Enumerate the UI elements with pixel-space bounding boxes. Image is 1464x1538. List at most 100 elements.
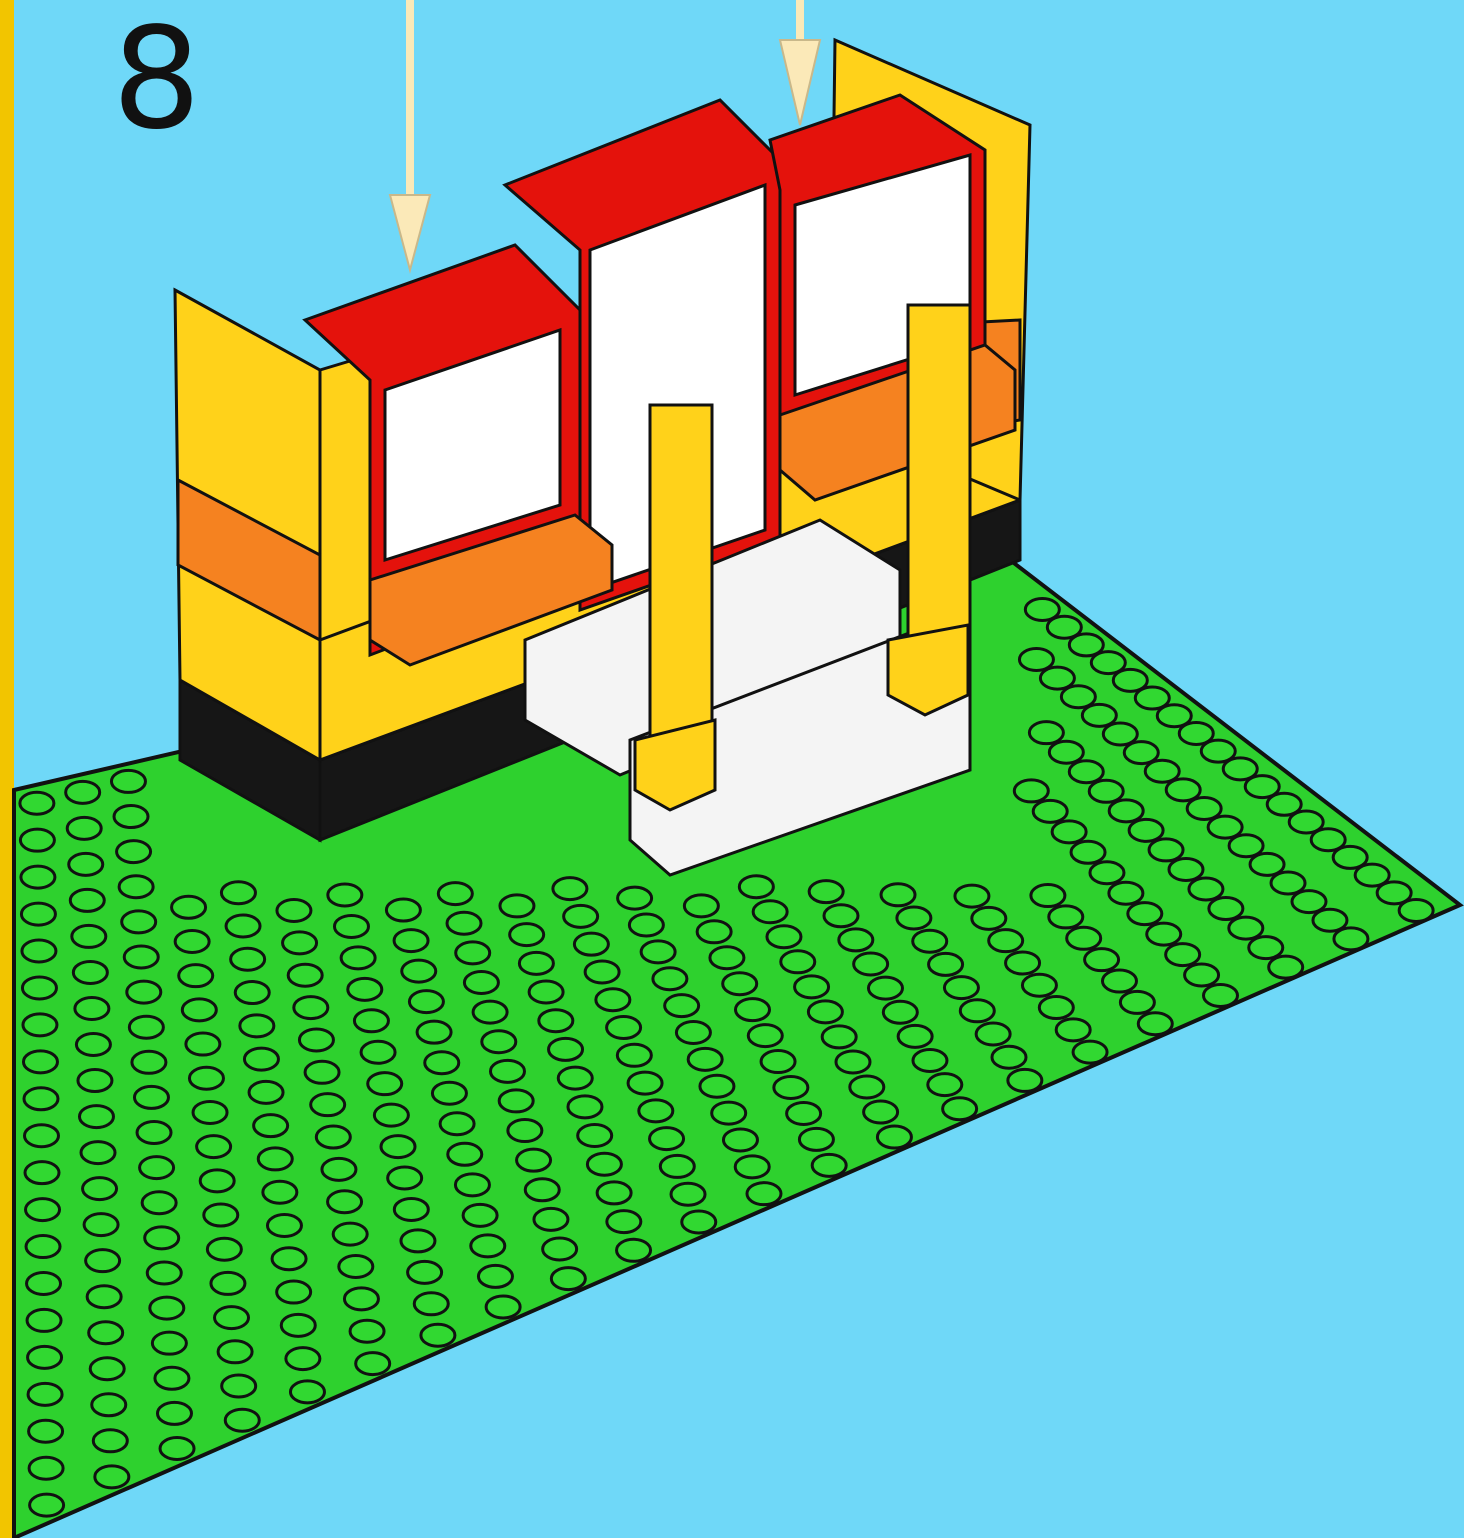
baseplate-stud (1249, 937, 1283, 959)
baseplate-stud (928, 1074, 962, 1096)
baseplate-stud (258, 1148, 292, 1170)
baseplate-stud (1399, 900, 1433, 922)
baseplate-stud (221, 882, 255, 904)
baseplate-stud (84, 1214, 118, 1236)
baseplate-stud (117, 841, 151, 863)
baseplate-stud (877, 1126, 911, 1148)
baseplate-stud (799, 1128, 833, 1150)
baseplate-stud (175, 930, 209, 952)
baseplate-stud (700, 1075, 734, 1097)
baseplate-stud (650, 1128, 684, 1150)
baseplate-stud (850, 1076, 884, 1098)
baseplate-stud (394, 930, 428, 952)
baseplate-stud (226, 915, 260, 937)
baseplate-stud (374, 1104, 408, 1126)
baseplate-stud (539, 1010, 573, 1032)
baseplate-stud (587, 1153, 621, 1175)
baseplate-stud (225, 1409, 259, 1431)
baseplate-stud (124, 946, 158, 968)
baseplate-stud (568, 1096, 602, 1118)
baseplate-stud (534, 1208, 568, 1230)
baseplate-stud (30, 1494, 64, 1516)
baseplate-stud (267, 1214, 301, 1236)
baseplate-stud (881, 884, 915, 906)
baseplate-stud (898, 1025, 932, 1047)
baseplate-stud (344, 1288, 378, 1310)
baseplate-stud (29, 1457, 63, 1479)
baseplate-stud (147, 1262, 181, 1284)
baseplate-stud (23, 1051, 57, 1073)
baseplate-stud (277, 899, 311, 921)
baseplate-stud (808, 1001, 842, 1023)
baseplate-stud (93, 1430, 127, 1452)
baseplate-stud (1189, 878, 1223, 900)
baseplate-stud (288, 964, 322, 986)
baseplate-stud (529, 981, 563, 1003)
baseplate-stud (607, 1017, 641, 1039)
baseplate-stud (189, 1067, 223, 1089)
baseplate-stud (913, 930, 947, 952)
baseplate-stud (22, 940, 56, 962)
baseplate-stud (137, 1122, 171, 1144)
baseplate-stud (710, 947, 744, 969)
baseplate-stud (305, 1061, 339, 1083)
baseplate-stud (660, 1155, 694, 1177)
baseplate-stud (1049, 741, 1083, 763)
baseplate-stud (361, 1041, 395, 1063)
baseplate-stud (438, 883, 472, 905)
baseplate-stud (712, 1102, 746, 1124)
baseplate-stud (676, 1021, 710, 1043)
baseplate-stud (27, 1309, 61, 1331)
baseplate-stud (218, 1341, 252, 1363)
baseplate-stud (425, 1052, 459, 1074)
baseplate-stud (27, 1272, 61, 1294)
right-pillar (908, 305, 970, 665)
baseplate-stud (70, 889, 104, 911)
baseplate-stud (551, 1268, 585, 1290)
baseplate-stud (735, 999, 769, 1021)
baseplate-stud (26, 1199, 60, 1221)
baseplate-stud (607, 1211, 641, 1233)
baseplate-stud (79, 1106, 113, 1128)
baseplate-stud (23, 1014, 57, 1036)
baseplate-stud (142, 1192, 176, 1214)
baseplate-stud (339, 1255, 373, 1277)
baseplate-stud (641, 941, 675, 963)
baseplate-stud (617, 1044, 651, 1066)
baseplate-stud (197, 1136, 231, 1158)
baseplate-stud (409, 991, 443, 1013)
baseplate-stud (316, 1126, 350, 1148)
baseplate-stud (211, 1272, 245, 1294)
baseplate-stud (299, 1029, 333, 1051)
baseplate-stud (1149, 839, 1183, 861)
baseplate-stud (401, 1230, 435, 1252)
baseplate-stud (1071, 841, 1105, 863)
baseplate-stud (1128, 903, 1162, 925)
baseplate-stud (735, 1156, 769, 1178)
baseplate-stud (87, 1286, 121, 1308)
baseplate-stud (119, 876, 153, 898)
baseplate-stud (134, 1086, 168, 1108)
baseplate-stud (836, 1051, 870, 1073)
baseplate-stud (394, 1198, 428, 1220)
baseplate-stud (955, 885, 989, 907)
baseplate-stud (348, 978, 382, 1000)
baseplate-stud (1031, 885, 1065, 907)
baseplate-stud (499, 1090, 533, 1112)
baseplate-stud (28, 1346, 62, 1368)
baseplate-stud (1056, 1019, 1090, 1041)
baseplate-stud (140, 1157, 174, 1179)
baseplate-stud (976, 1023, 1010, 1045)
baseplate-stud (671, 1183, 705, 1205)
baseplate-stud (723, 1129, 757, 1151)
baseplate-stud (160, 1438, 194, 1460)
baseplate-stud (944, 977, 978, 999)
baseplate-stud (155, 1367, 189, 1389)
baseplate-stud (150, 1297, 184, 1319)
baseplate-stud (1039, 997, 1073, 1019)
baseplate-stud (665, 995, 699, 1017)
baseplate-stud (386, 899, 420, 921)
baseplate-stud (1014, 780, 1048, 802)
baseplate-stud (753, 901, 787, 923)
